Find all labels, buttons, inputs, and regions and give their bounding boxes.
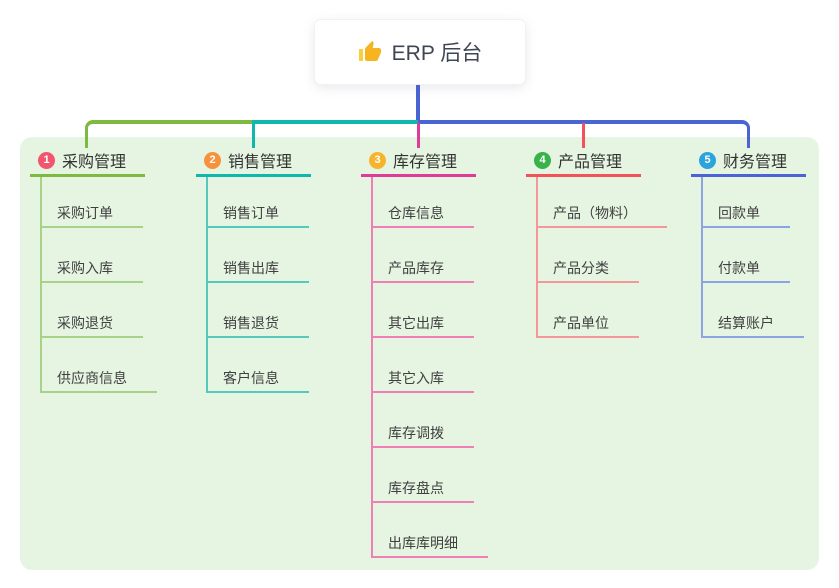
node-label: 销售订单 [223,205,279,221]
node-item[interactable]: 库存盘点 [371,448,474,503]
branch-connector-line [701,177,703,338]
node-item[interactable]: 其它出库 [371,283,474,338]
branch-label: 库存管理 [393,154,458,171]
node-label: 库存盘点 [388,480,444,496]
branch-header-finance[interactable]: 5 财务管理 [691,146,806,177]
node-item[interactable]: 销售退货 [206,283,309,338]
node-item[interactable]: 供应商信息 [40,338,157,393]
node-item[interactable]: 销售出库 [206,228,309,283]
node-label: 其它入库 [388,370,444,386]
node-label: 销售出库 [223,260,279,276]
node-label: 回款单 [718,205,760,221]
node-item[interactable]: 采购退货 [40,283,143,338]
node-label: 客户信息 [223,370,279,386]
root-node[interactable]: ERP 后台 [315,20,525,84]
branch-children: 销售订单销售出库销售退货客户信息 [196,177,311,393]
node-item[interactable]: 回款单 [701,177,790,228]
node-label: 其它出库 [388,315,444,331]
branches-panel [20,137,819,570]
node-label: 采购订单 [57,205,113,221]
branch-label: 产品管理 [558,154,623,171]
node-item[interactable]: 付款单 [701,228,790,283]
branch-header-purchase[interactable]: 1 采购管理 [30,146,145,177]
branch-children: 产品（物料） 产品分类产品单位 [526,177,667,338]
node-label: 产品（物料） [553,205,637,221]
branch-number-badge: 4 [534,151,551,169]
branch-number-badge: 3 [369,151,386,169]
branch-purchase: 1 采购管理采购订单采购入库采购退货供应商信息 [30,146,157,393]
node-item[interactable]: 客户信息 [206,338,309,393]
branch-label: 财务管理 [723,154,788,171]
node-label: 采购退货 [57,315,113,331]
branch-label: 销售管理 [228,154,293,171]
node-label: 仓库信息 [388,205,444,221]
node-label: 出库库明细 [388,535,458,551]
node-label: 产品分类 [553,260,609,276]
node-label: 产品库存 [388,260,444,276]
connector-bus-blue [418,120,750,148]
node-item[interactable]: 产品分类 [536,228,639,283]
branch-header-inventory[interactable]: 3 库存管理 [361,146,476,177]
connector-bus-green [85,120,252,148]
branch-inventory: 3 库存管理仓库信息产品库存其它出库其它入库库存调拨库存盘点出库库明细 [361,146,488,558]
branch-product: 4 产品管理产品（物料） 产品分类产品单位 [526,146,667,338]
node-label: 采购入库 [57,260,113,276]
thumbs-up-icon [358,40,382,64]
branch-connector-line [40,177,42,393]
node-item[interactable]: 出库库明细 [371,503,488,558]
branch-header-product[interactable]: 4 产品管理 [526,146,641,177]
branch-children: 回款单付款单结算账户 [691,177,806,338]
branch-header-sales[interactable]: 2 销售管理 [196,146,311,177]
branch-number-badge: 1 [38,151,55,169]
node-item[interactable]: 产品库存 [371,228,474,283]
node-item[interactable]: 结算账户 [701,283,804,338]
node-item[interactable]: 产品单位 [536,283,639,338]
node-label: 产品单位 [553,315,609,331]
branch-children: 仓库信息产品库存其它出库其它入库库存调拨库存盘点出库库明细 [361,177,488,558]
connector-root-line [416,84,420,124]
branch-children: 采购订单采购入库采购退货供应商信息 [30,177,157,393]
branch-connector-line [371,177,373,558]
connector-bus-teal [252,120,420,148]
branch-label: 采购管理 [62,154,127,171]
node-label: 付款单 [718,260,760,276]
branch-connector-line [536,177,538,338]
branch-connector-line [206,177,208,393]
branch-number-badge: 2 [204,151,221,169]
node-item[interactable]: 产品（物料） [536,177,667,228]
branch-sales: 2 销售管理销售订单销售出库销售退货客户信息 [196,146,311,393]
branch-finance: 5 财务管理回款单付款单结算账户 [691,146,806,338]
node-item[interactable]: 其它入库 [371,338,474,393]
connector-drop-red [582,123,585,148]
node-label: 结算账户 [718,315,774,331]
node-label: 销售退货 [223,315,279,331]
node-item[interactable]: 库存调拨 [371,393,474,448]
root-title: ERP 后台 [391,42,483,65]
node-item[interactable]: 仓库信息 [371,177,474,228]
connector-drop-magenta [417,123,420,148]
node-label: 库存调拨 [388,425,444,441]
branch-number-badge: 5 [699,151,716,169]
node-item[interactable]: 采购订单 [40,177,143,228]
node-item[interactable]: 采购入库 [40,228,143,283]
node-item[interactable]: 销售订单 [206,177,309,228]
node-label: 供应商信息 [57,370,127,386]
